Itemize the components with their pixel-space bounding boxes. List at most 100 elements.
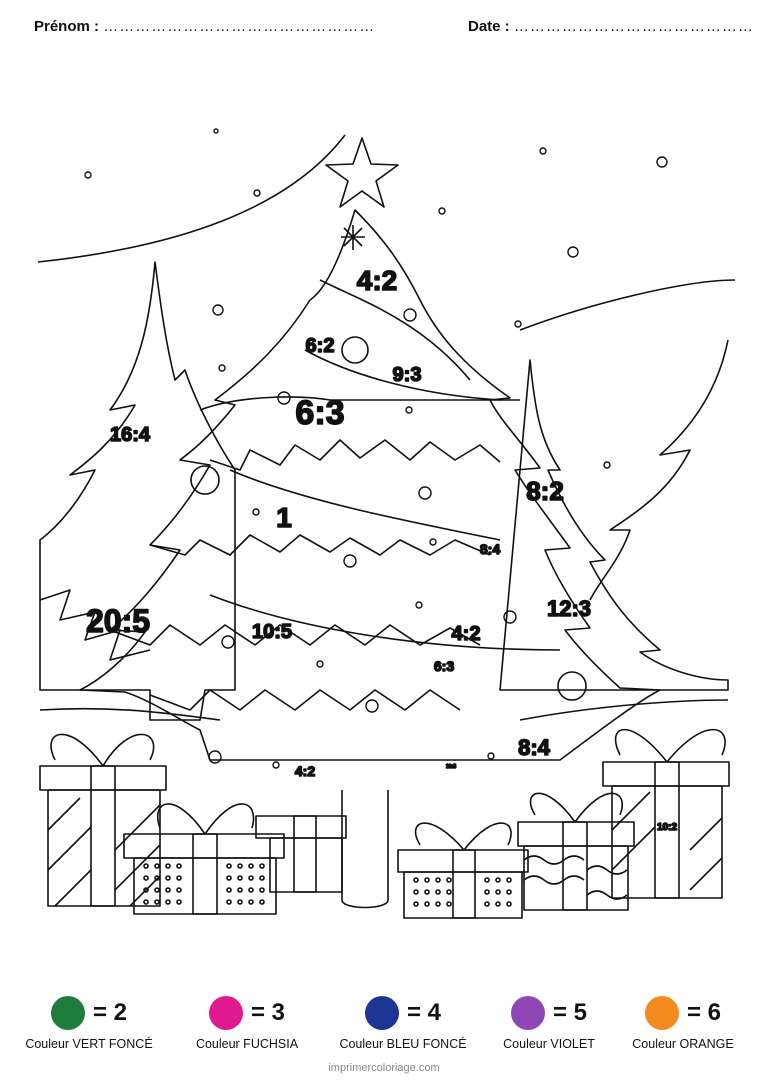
garland-1 bbox=[319, 279, 471, 381]
gift-dot bbox=[435, 877, 441, 883]
ornament-ball bbox=[557, 671, 587, 701]
legend-color-name: Couleur VERT FONCÉ bbox=[25, 1037, 153, 1051]
sky-swoosh-right bbox=[519, 279, 736, 331]
snow-dots bbox=[84, 128, 668, 769]
legend-value: = 5 bbox=[552, 999, 588, 1026]
gift-dot bbox=[424, 901, 430, 907]
hill-line bbox=[199, 396, 520, 411]
math-label: 8:2 bbox=[526, 476, 564, 506]
gift-box bbox=[269, 837, 343, 893]
gift-dot bbox=[226, 899, 232, 905]
gift-dot bbox=[446, 889, 452, 895]
math-label: 8:4 bbox=[518, 735, 551, 760]
right-tree bbox=[499, 359, 729, 691]
gift-dot bbox=[484, 889, 490, 895]
gift-box bbox=[47, 789, 161, 907]
gift-dot bbox=[413, 901, 419, 907]
gift-dot bbox=[413, 877, 419, 883]
gift-dot bbox=[484, 901, 490, 907]
gift-dot bbox=[259, 899, 265, 905]
gift-ribbon bbox=[562, 821, 588, 911]
legend-item: = 4 Couleur BLEU FONCÉ bbox=[328, 995, 478, 1051]
legend-item: = 2 Couleur VERT FONCÉ bbox=[14, 995, 164, 1051]
math-label: 10:5 bbox=[252, 621, 292, 643]
gift-stripes bbox=[47, 797, 161, 907]
gift-dot bbox=[154, 887, 160, 893]
coloring-illustration: 4:2 6:2 9:3 6:3 16:4 8:2 1 8:4 20:5 12:3… bbox=[37, 128, 736, 919]
gift-dot bbox=[506, 889, 512, 895]
gift-dot bbox=[154, 899, 160, 905]
date-label: Date : bbox=[468, 18, 510, 35]
gift-dot bbox=[154, 863, 160, 869]
color-swatch bbox=[208, 996, 243, 1030]
gift-box bbox=[602, 761, 730, 787]
gift-stripes bbox=[611, 791, 723, 891]
legend-value: = 3 bbox=[250, 999, 286, 1026]
gift-dot bbox=[176, 875, 182, 881]
math-label: 6:2 bbox=[306, 335, 335, 357]
gift-dot bbox=[484, 877, 490, 883]
gift-dot bbox=[424, 877, 430, 883]
sky-swoosh-left bbox=[37, 134, 346, 263]
branch-zigzag-4 bbox=[149, 689, 461, 711]
gift-dot bbox=[165, 863, 171, 869]
gift-ribbon bbox=[192, 833, 218, 915]
gift-dot bbox=[495, 901, 501, 907]
math-label: 9:3 bbox=[393, 364, 422, 386]
math-label: 6:3 bbox=[434, 658, 454, 674]
math-label: 10:5 bbox=[446, 764, 456, 770]
gift-box bbox=[39, 765, 167, 791]
math-label: 6:3 bbox=[295, 394, 344, 432]
ground-line bbox=[519, 699, 729, 721]
math-label: 16:4 bbox=[110, 424, 151, 446]
branch-zigzag-1 bbox=[209, 439, 501, 471]
gift-dot bbox=[506, 901, 512, 907]
gift-dot bbox=[446, 901, 452, 907]
gift-dot bbox=[143, 899, 149, 905]
legend-value: = 4 bbox=[406, 999, 442, 1026]
math-label: 10:2 bbox=[657, 822, 677, 833]
gift-dot bbox=[226, 863, 232, 869]
branch-zigzag-3 bbox=[109, 624, 481, 646]
gift-dot bbox=[495, 877, 501, 883]
gift-dot bbox=[165, 899, 171, 905]
gift-dot bbox=[248, 863, 254, 869]
math-label: 8:4 bbox=[480, 541, 500, 557]
gift-dot bbox=[165, 875, 171, 881]
date-field[interactable]: Date : ……………………………………… bbox=[468, 18, 754, 35]
math-label: 1 bbox=[276, 502, 292, 533]
gift-bow bbox=[614, 728, 726, 763]
left-tree bbox=[39, 261, 236, 721]
gift-bow bbox=[157, 803, 255, 835]
legend-value: = 6 bbox=[686, 999, 722, 1026]
legend-item: = 5 Couleur VIOLET bbox=[474, 995, 624, 1051]
gift-dot bbox=[154, 875, 160, 881]
gift-dot bbox=[176, 899, 182, 905]
name-label: Prénom : bbox=[34, 18, 100, 35]
gift-dot bbox=[248, 899, 254, 905]
gift-box bbox=[403, 871, 523, 919]
gift-dot bbox=[143, 887, 149, 893]
gift-dot bbox=[237, 875, 243, 881]
gift-ribbon bbox=[452, 849, 476, 919]
gift-dot bbox=[424, 889, 430, 895]
legend-value: = 2 bbox=[92, 999, 128, 1026]
ornament-ball bbox=[341, 336, 369, 364]
name-dots: …………………………………………… bbox=[103, 18, 376, 35]
gift-dot bbox=[435, 889, 441, 895]
garland-3 bbox=[229, 469, 501, 541]
gift-ribbon bbox=[90, 765, 116, 907]
garland-4 bbox=[209, 594, 561, 651]
legend-item: = 6 Couleur ORANGE bbox=[608, 995, 758, 1051]
far-right-tree bbox=[589, 339, 729, 601]
garland-2 bbox=[304, 349, 501, 401]
name-field[interactable]: Prénom : …………………………………………… bbox=[34, 18, 375, 35]
math-label: 4:2 bbox=[452, 623, 481, 645]
gift-dot bbox=[226, 887, 232, 893]
snowflake-ornament bbox=[341, 225, 365, 250]
gift-dot bbox=[248, 875, 254, 881]
legend-color-name: Couleur ORANGE bbox=[632, 1037, 734, 1051]
legend-item: = 3 Couleur FUCHSIA bbox=[172, 995, 322, 1051]
ornament-ball bbox=[190, 465, 220, 495]
gift-bow bbox=[50, 733, 155, 767]
